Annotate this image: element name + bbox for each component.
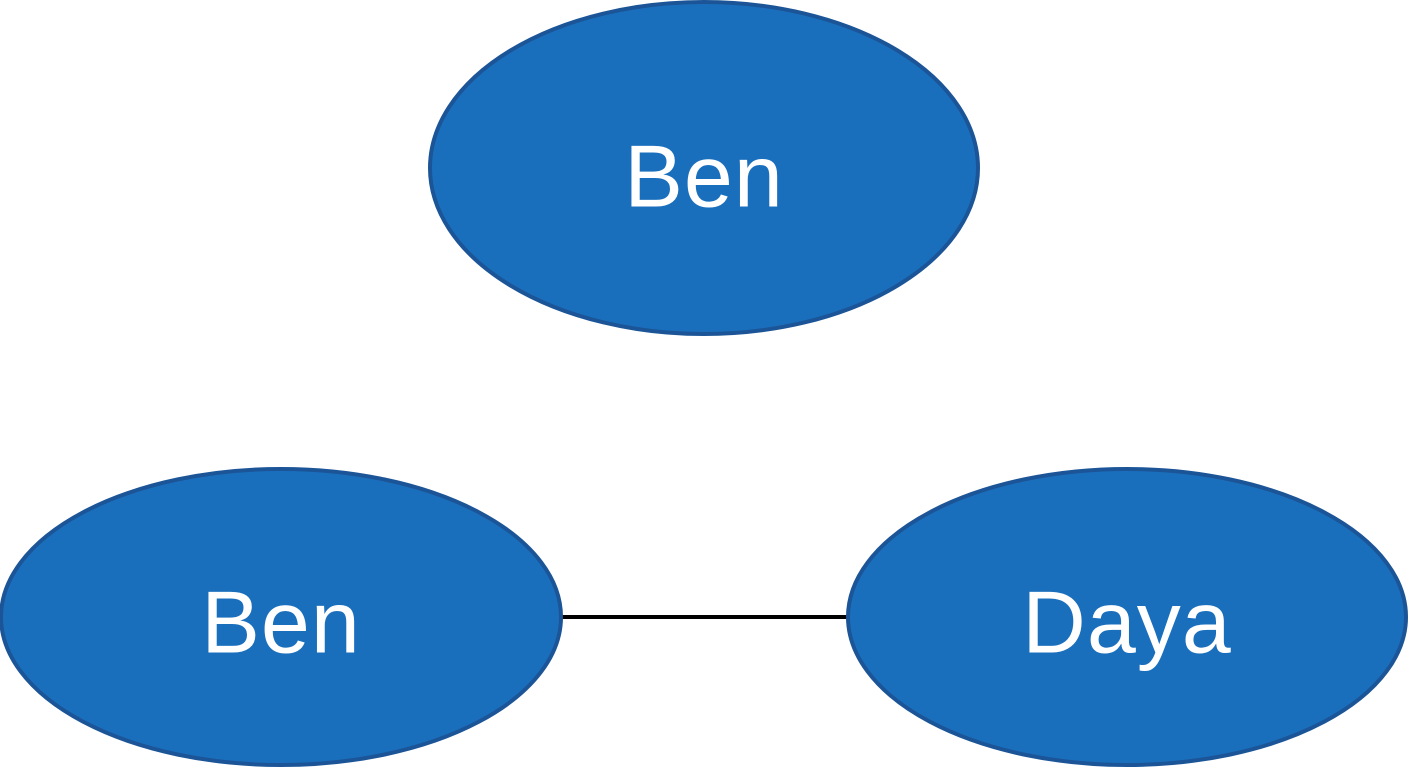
node-bottom-left[interactable]: Ben [0,467,563,767]
node-bottom-right-label: Daya [1022,573,1231,672]
node-top[interactable]: Ben [428,0,980,336]
node-bottom-left-label: Ben [201,573,361,672]
node-bottom-right-shape [846,467,1408,767]
node-top-label: Ben [624,127,784,226]
node-bottom-left-shape [0,467,563,767]
node-top-shape [428,0,980,336]
node-bottom-right[interactable]: Daya [846,467,1408,767]
